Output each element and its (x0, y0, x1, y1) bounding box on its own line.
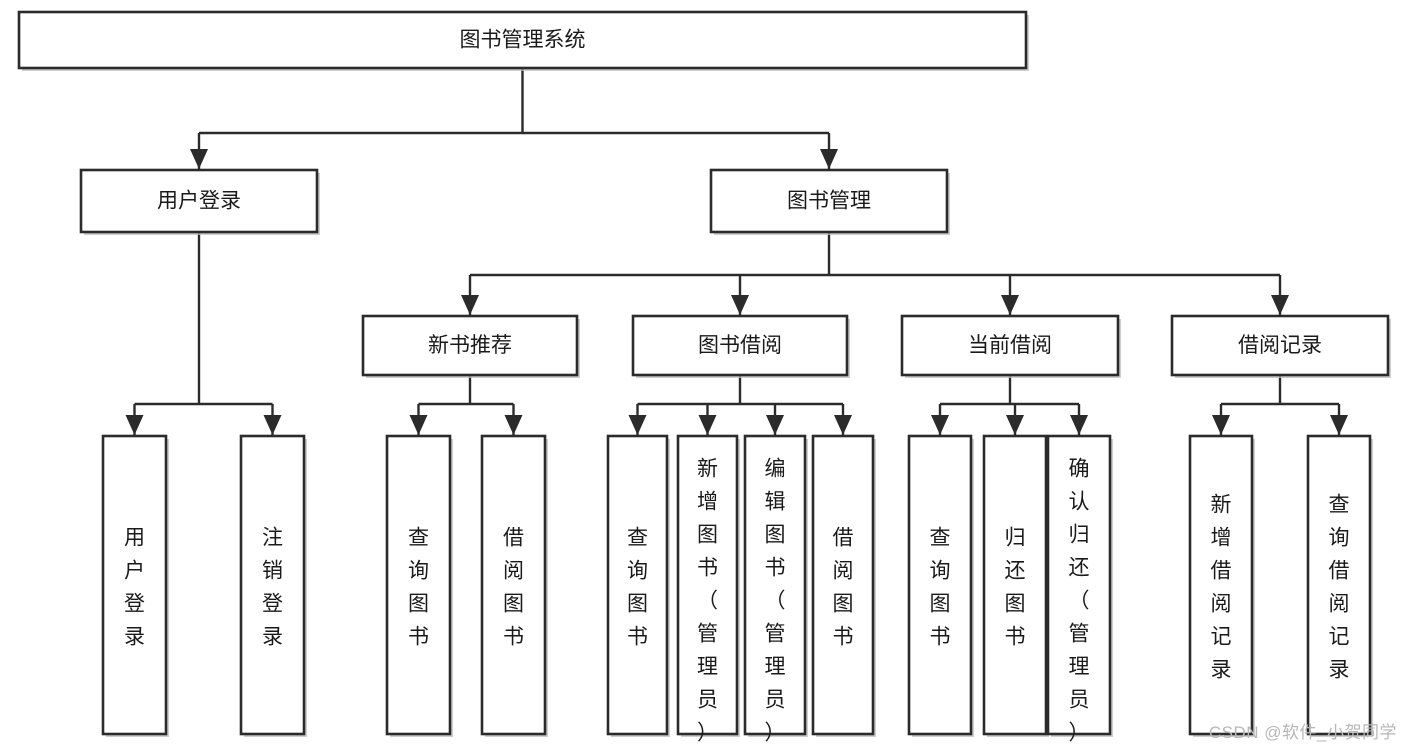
node-label: 当前借阅 (968, 334, 1052, 357)
leaf-cb-query-book[interactable]: 查询图书 (907, 434, 974, 737)
arrow-head (1006, 415, 1024, 435)
node-label: 确认归还（管理员） (1069, 458, 1090, 745)
node-label: 借阅图书 (503, 527, 524, 649)
node-user-login[interactable]: 用户登录 (79, 168, 320, 235)
node-label: 新增借阅记录 (1211, 494, 1232, 682)
node-label: 用户登录 (157, 190, 241, 213)
node-label: 注销登录 (262, 527, 283, 649)
node-label: 图书借阅 (698, 334, 782, 357)
arrow-head (628, 415, 647, 435)
arrow-head (1330, 415, 1348, 435)
arrow-head (125, 415, 144, 435)
leaf-br-add-record[interactable]: 新增借阅记录 (1188, 434, 1255, 737)
arrow-head (1001, 295, 1019, 315)
node-label: 查询借阅记录 (1329, 494, 1350, 682)
node-label: 用户登录 (124, 527, 145, 649)
leaf-bb-edit-book[interactable]: 编辑图书（管理员） (743, 434, 808, 745)
arrow-head (698, 415, 717, 435)
arrow-head (931, 415, 949, 435)
node-root-title[interactable]: 图书管理系统 (17, 10, 1029, 71)
leaf-bb-borrow-book[interactable]: 借阅图书 (811, 434, 876, 737)
watermark-label: CSDN @软件_小贺同学 (1208, 723, 1397, 742)
leaf-br-query-record[interactable]: 查询借阅记录 (1306, 434, 1373, 737)
node-label: 新增图书（管理员） (697, 458, 718, 745)
node-current-borrow[interactable]: 当前借阅 (900, 314, 1121, 378)
node-label: 新书推荐 (428, 334, 512, 357)
node-label: 图书管理 (787, 190, 871, 213)
node-label: 查询图书 (408, 527, 429, 649)
arrow-head (834, 415, 852, 435)
arrow-head (1070, 415, 1088, 435)
leaf-rec-query-book[interactable]: 查询图书 (385, 434, 453, 737)
leaf-logout[interactable]: 注销登录 (239, 434, 307, 737)
leaf-bb-query-book[interactable]: 查询图书 (606, 434, 670, 737)
leaf-rec-borrow-book[interactable]: 借阅图书 (480, 434, 548, 737)
arrow-head (1212, 415, 1230, 435)
node-label: 编辑图书（管理员） (765, 458, 786, 745)
node-label: 借阅记录 (1238, 334, 1322, 357)
node-new-book-recommend[interactable]: 新书推荐 (361, 314, 580, 378)
node-label: 图书管理系统 (460, 29, 586, 52)
arrow-head (409, 415, 428, 435)
arrow-head (461, 295, 479, 315)
leaf-user-login[interactable]: 用户登录 (101, 434, 169, 737)
node-book-borrow[interactable]: 图书借阅 (631, 314, 850, 378)
node-label: 借阅图书 (833, 527, 854, 649)
arrow-head (263, 415, 282, 435)
node-label: 查询图书 (627, 527, 648, 649)
arrow-head (504, 415, 523, 435)
node-borrow-record[interactable]: 借阅记录 (1170, 314, 1391, 378)
arrow-head (1271, 295, 1289, 315)
node-label: 查询图书 (930, 527, 951, 649)
leaf-cb-confirm-return[interactable]: 确认归还（管理员） (1046, 434, 1113, 745)
arrow-head (766, 415, 784, 435)
leaf-bb-add-book[interactable]: 新增图书（管理员） (676, 434, 740, 745)
node-label: 归还图书 (1005, 527, 1026, 649)
node-layer: 图书管理系统用户登录图书管理新书推荐图书借阅当前借阅借阅记录用户登录注销登录查询… (17, 10, 1391, 745)
connector-layer (125, 68, 1348, 435)
leaf-cb-return-book[interactable]: 归还图书 (982, 434, 1049, 737)
node-book-management[interactable]: 图书管理 (709, 168, 950, 235)
arrow-head (820, 149, 838, 169)
arrow-head (731, 295, 749, 315)
arrow-head (190, 149, 208, 169)
